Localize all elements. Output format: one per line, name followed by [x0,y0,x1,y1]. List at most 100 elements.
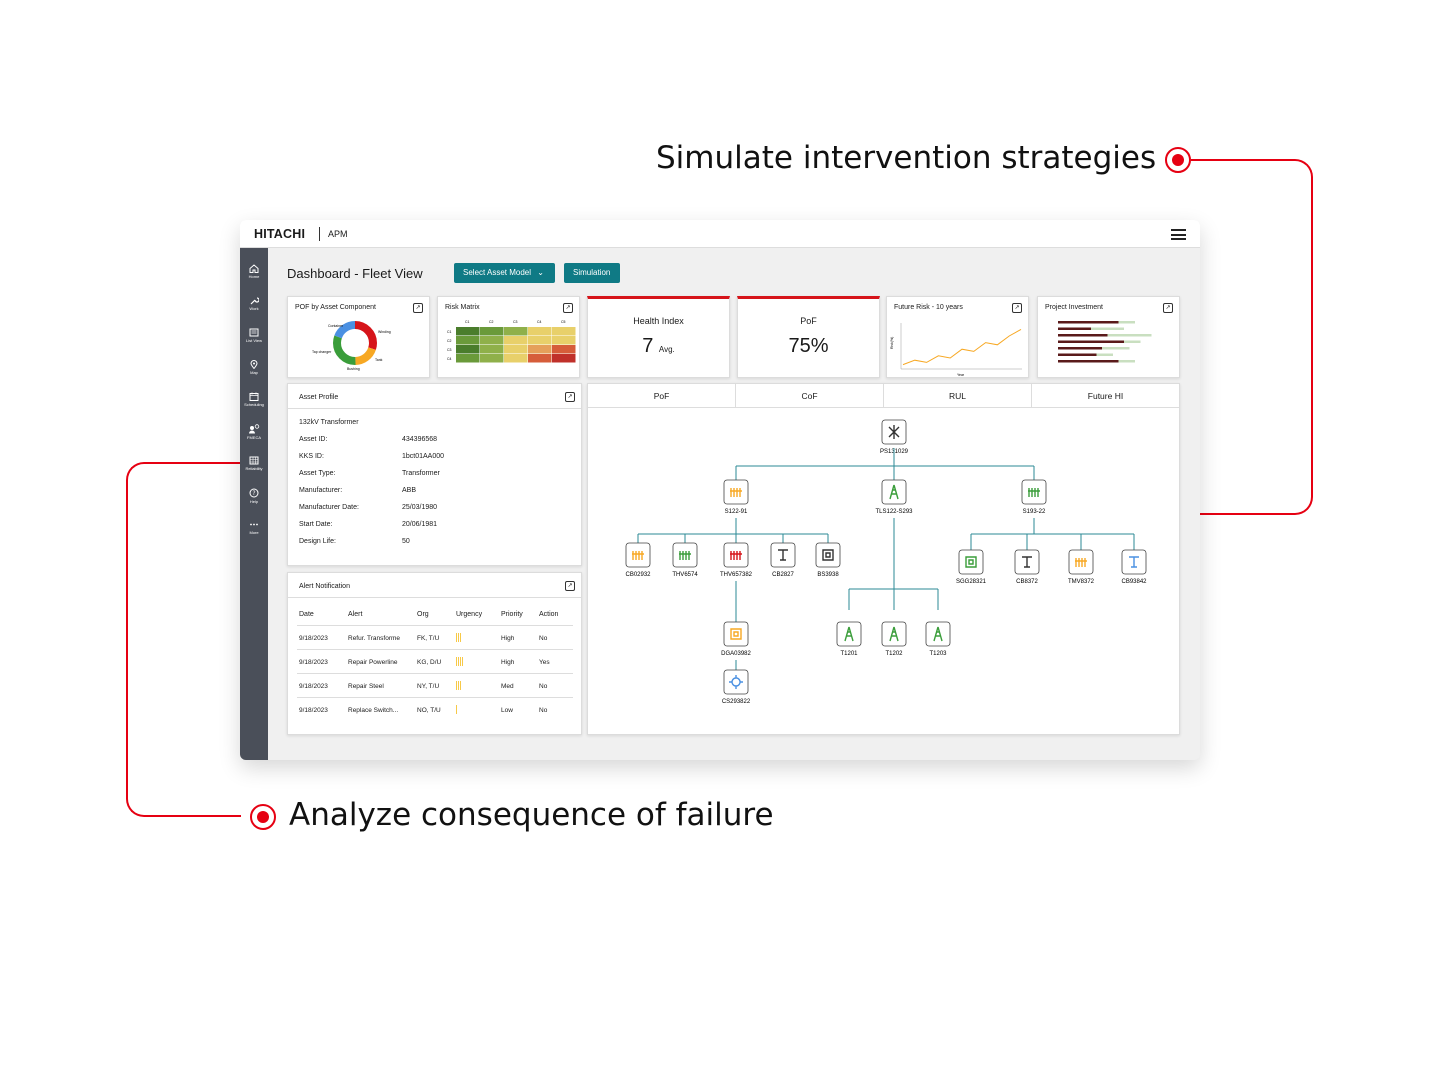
risk-series-line [902,328,1022,366]
project-investment-bar-chart [1058,321,1152,363]
asset-icon [1129,556,1139,568]
urgency-bar [456,633,462,642]
node-label: CB2827 [772,572,794,578]
table-cell: 9/18/2023 [299,659,328,666]
risk-cell [528,336,552,345]
sidebar-item-label: Home [248,274,260,279]
risk-cell [528,327,552,336]
node-substation[interactable]: S193-22 [1021,479,1047,515]
table-cell: Repair Steel [348,683,384,690]
sidebar-item-help[interactable]: ? Help [240,488,268,504]
sidebar-item-fmeca[interactable]: FMECA [240,424,268,440]
column-header: Alert [348,611,363,618]
node-asset[interactable]: CB93842 [1121,549,1147,585]
node-substation[interactable]: S122-91 [723,479,749,515]
sidebar-item-list-view[interactable]: List View [240,328,268,343]
expand-icon[interactable]: ↗ [413,303,423,313]
health-index-value: 7 Avg. [588,335,729,358]
node-asset[interactable]: BS3938 [815,542,841,578]
risk-cell [480,354,504,363]
card-title: Asset Profile [299,394,339,401]
sidebar: Home Work List View Map Scheduling FMECA… [240,248,268,760]
node-tower[interactable]: T1202 [881,621,907,657]
asset-icon [1022,556,1032,568]
expand-icon[interactable]: ↗ [565,392,575,402]
hamburger-menu-icon[interactable] [1171,229,1186,240]
sidebar-item-work[interactable]: Work [240,296,268,311]
asset-icon [844,626,854,642]
risk-col-label: C4 [537,320,542,324]
asset-icon [730,551,742,560]
expand-icon[interactable]: ↗ [565,581,575,591]
node-label: DGA03982 [721,651,751,657]
risk-cell [456,327,480,336]
sidebar-item-home[interactable]: Home [240,264,268,279]
pof-by-component-card: POF by Asset Component ↗ Container Windi… [287,296,430,378]
risk-col-label: C3 [513,320,518,324]
node-label: CB8372 [1016,579,1038,585]
risk-cell [552,354,576,363]
simulation-button[interactable]: Simulation [564,263,620,283]
node-label: SGG28321 [956,579,987,585]
node-asset[interactable]: CS293822 [722,669,751,705]
risk-cell [528,354,552,363]
expand-icon[interactable]: ↗ [563,303,573,313]
sidebar-item-scheduling[interactable]: Scheduling [240,392,268,407]
node-transmission-line[interactable]: TLS122-S293 [875,479,913,515]
node-asset[interactable]: THV657382 [720,542,753,578]
risk-cell [552,336,576,345]
donut-label: Tank [375,358,383,362]
asset-icon [778,549,788,561]
node-label: TMV8372 [1068,579,1095,585]
field-value: 434396568 [402,436,438,443]
expand-icon[interactable]: ↗ [1163,303,1173,313]
node-asset[interactable]: CB8372 [1014,549,1040,585]
top-bar: HITACHI APM [240,220,1200,248]
node-asset[interactable]: DGA03982 [721,621,752,657]
expand-icon[interactable]: ↗ [1012,303,1022,313]
table-cell: Replace Switch... [348,707,399,714]
asset-icon [730,628,742,640]
tab-pof[interactable]: PoF [588,384,736,408]
list-icon [249,328,259,337]
sidebar-item-reliability[interactable]: Reliability [240,456,268,471]
node-asset[interactable]: CB02932 [625,542,651,578]
node-tower[interactable]: T1203 [925,621,951,657]
row-divider [297,649,573,650]
asset-icon [888,425,900,439]
select-asset-model-label: Select Asset Model [463,268,532,277]
tab-rul[interactable]: RUL [884,384,1032,408]
sidebar-item-label: More [249,530,259,535]
sidebar-item-map[interactable]: Map [240,360,268,375]
asset-name: 132kV Transformer [299,419,359,426]
tab-future-hi[interactable]: Future HI [1087,391,1124,401]
select-asset-model-dropdown[interactable]: Select Asset Model ⌄ [454,263,555,283]
risk-cell [456,345,480,354]
node-label: CB93842 [1121,579,1147,585]
node-asset[interactable]: CB2827 [770,542,796,578]
node-asset[interactable]: SGG28321 [956,549,987,585]
node-asset[interactable]: THV6574 [672,542,698,578]
risk-col-label: C2 [489,320,494,324]
node-asset[interactable]: TMV8372 [1068,549,1095,585]
wrench-icon [250,297,259,305]
sidebar-item-more[interactable]: More [240,520,268,535]
table-cell: Low [501,707,513,714]
calendar-icon [249,392,259,401]
table-cell: Repair Powerline [348,659,398,666]
table-cell: FK, T/U [417,635,440,642]
asset-icon [822,549,834,561]
callout-marker-top [1165,147,1191,173]
asset-icon [632,551,644,560]
node-tower[interactable]: T1201 [836,621,862,657]
field-label: Manufacturer: [299,487,343,494]
asset-icon [679,551,691,560]
field-value: 1bct01AA000 [402,453,445,460]
risk-col-label: C1 [465,320,470,324]
field-label: Start Date: [299,521,333,528]
risk-row-label: C1 [447,330,452,334]
row-divider [297,697,573,698]
tab-cof[interactable]: CoF [736,384,884,408]
callout-analyze: Analyze consequence of failure [289,797,774,833]
